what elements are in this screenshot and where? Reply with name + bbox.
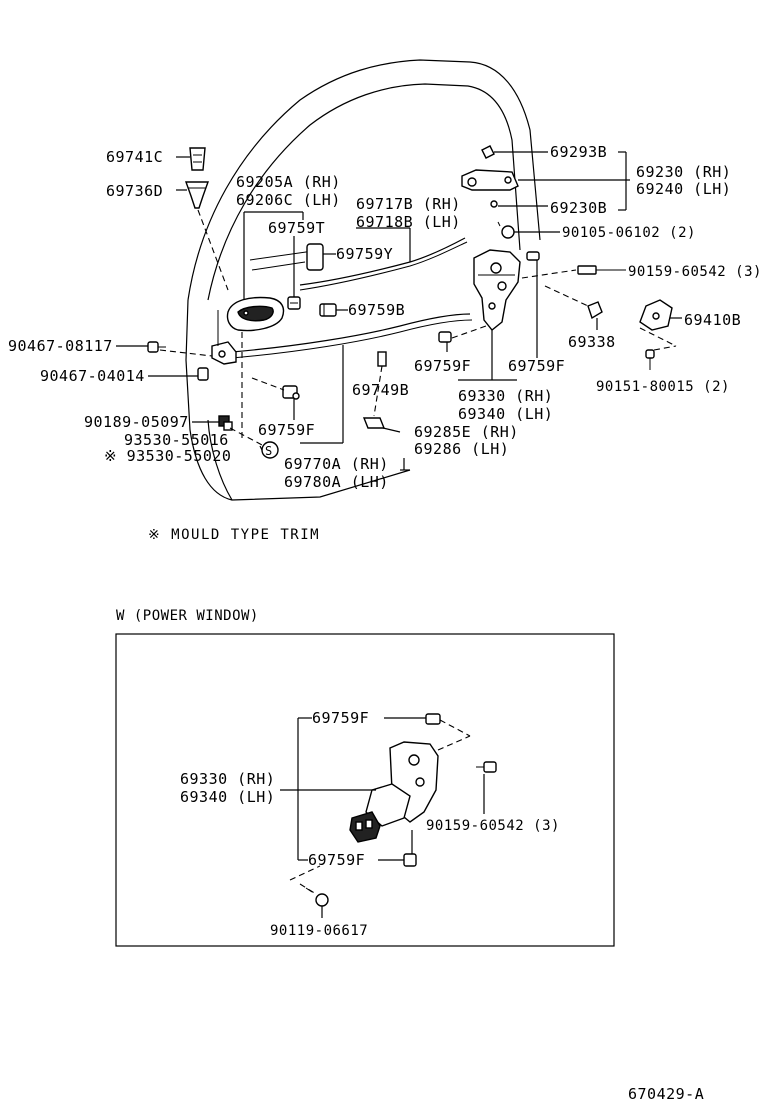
label-93530-55020: ※ 93530-55020 [104, 447, 231, 465]
label-69718B: 69718B (LH) [356, 213, 461, 231]
label-69717B: 69717B (RH) [356, 195, 461, 213]
bolt-90159-60542-icon [577, 265, 626, 275]
label-69759F-c: 69759F [508, 357, 565, 375]
cover-69759Y-icon [306, 243, 324, 271]
label-90105-06102: 90105-06102 (2) [562, 225, 696, 241]
striker-69230-icon [461, 145, 519, 191]
label-69230B: 69230B [550, 199, 607, 217]
label-69293B: 69293B [550, 143, 607, 161]
screw-90151-80015-icon [645, 349, 655, 370]
label-93530-55016: 93530-55016 [124, 431, 229, 449]
label-69286: 69286 (LH) [414, 440, 509, 458]
s-symbol-label: S [265, 444, 273, 458]
label-group-inset: 69759F 69330 (RH) 69340 (LH) 90159-60542… [180, 709, 560, 939]
screw-90105-06102-icon [497, 221, 515, 239]
inset-lock-actuator-icon [349, 741, 439, 843]
clip-69741C-icon [189, 147, 206, 171]
label-90159-60542: 90159-60542 (3) [628, 264, 760, 280]
label-69759F-b: 69759F [414, 357, 471, 375]
label-69770A: 69770A (RH) [284, 455, 389, 473]
clip-90467-04014-icon [197, 367, 209, 381]
label-90467-04014: 90467-04014 [40, 367, 145, 385]
clip-69759T-icon [287, 296, 301, 310]
inset-screw-90119-icon [305, 887, 329, 907]
label-group-main: 69741C 69736D 69205A (RH) 69206C (LH) 69… [8, 143, 760, 491]
inset-label-69759F-top: 69759F [312, 709, 369, 727]
label-69240: 69240 (LH) [636, 180, 731, 198]
inset-label-90159: 90159-60542 (3) [426, 818, 560, 834]
rod-bracket-icon [211, 341, 237, 365]
label-69205A: 69205A (RH) [236, 173, 341, 191]
label-69759T: 69759T [268, 219, 325, 237]
label-69741C: 69741C [106, 148, 163, 166]
clip-69759F-mid-icon [438, 331, 452, 343]
inset-clip-69759F-top-icon [425, 713, 441, 725]
inset-label-90119: 90119-06617 [270, 923, 368, 939]
inset-title: W (POWER WINDOW) [116, 608, 259, 624]
label-69759Y: 69759Y [336, 245, 393, 263]
label-69338: 69338 [568, 333, 616, 351]
door-outline [185, 59, 541, 501]
label-69410B: 69410B [684, 311, 741, 329]
label-69230: 69230 (RH) [636, 163, 731, 181]
inset-bolt-90159-icon [476, 761, 497, 773]
inset-clip-69759F-bot-icon [403, 853, 417, 867]
clip-69759F-lower-icon [282, 385, 300, 400]
label-69749B: 69749B [352, 381, 409, 399]
inset-label-69759F-bot: 69759F [308, 851, 365, 869]
part-69410B-icon [639, 299, 673, 331]
clip-69759F-lock-icon [526, 251, 540, 261]
label-69340: 69340 (LH) [458, 405, 553, 423]
label-69759F-a: 69759F [258, 421, 315, 439]
figure-id: 670429-A [628, 1085, 704, 1103]
screw-90467-08117-icon [147, 341, 166, 353]
label-90467-08117: 90467-08117 [8, 337, 113, 355]
label-69330: 69330 (RH) [458, 387, 553, 405]
label-69285E: 69285E (RH) [414, 423, 519, 441]
label-90151-80015: 90151-80015 (2) [596, 379, 730, 395]
door-lock-assembly-icon [473, 249, 521, 331]
label-69206C: 69206C (LH) [236, 191, 341, 209]
label-69780A: 69780A (LH) [284, 473, 389, 491]
outside-handle-icon [226, 296, 285, 332]
clip-90189-05097-icon [218, 415, 233, 431]
label-69736D: 69736D [106, 182, 163, 200]
inset-frame [115, 633, 615, 947]
label-69759B: 69759B [348, 301, 405, 319]
note-mould-type-trim: ※ MOULD TYPE TRIM [148, 527, 320, 543]
part-69338-icon [587, 301, 603, 320]
clip-69759B-icon [319, 303, 337, 317]
label-90189-05097: 90189-05097 [84, 413, 189, 431]
inset-label-69330: 69330 (RH) [180, 770, 275, 788]
clip-69736D-icon [185, 181, 209, 209]
inset-label-69340: 69340 (LH) [180, 788, 275, 806]
